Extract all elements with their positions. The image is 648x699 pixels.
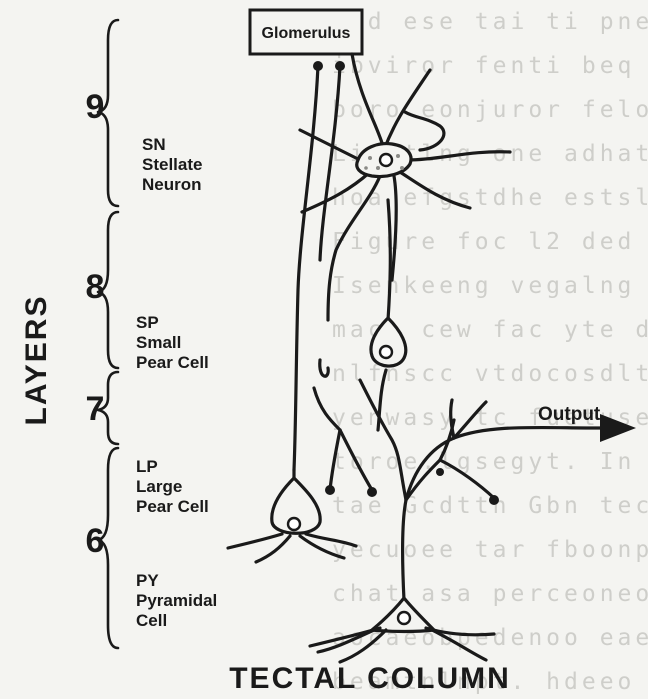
label-pyramidal-cell: PY Pyramidal Cell — [136, 571, 217, 630]
label-stellate-neuron: SN Stellate Neuron — [142, 135, 202, 194]
large-pear-cell — [228, 470, 356, 562]
layer-number-7: 7 — [86, 390, 105, 428]
cell-label-line: PY — [136, 571, 159, 590]
glomerulus-box: Glomerulus — [250, 10, 362, 54]
figure-caption: TECTAL COLUMN — [229, 662, 511, 695]
cell-label-line: SN — [142, 135, 166, 154]
layer-number-6: 6 — [86, 522, 105, 560]
cell-label-line: Pear Cell — [136, 353, 209, 372]
afferent-fibers — [294, 54, 384, 470]
label-small-pear-cell: SP Small Pear Cell — [136, 313, 209, 372]
cell-label-line: SP — [136, 313, 159, 332]
label-large-pear-cell: LP Large Pear Cell — [136, 457, 209, 516]
cell-label-line: Neuron — [142, 175, 202, 194]
output-label: Output — [538, 404, 601, 425]
stellate-neuron — [300, 70, 510, 320]
cell-label-line: LP — [136, 457, 158, 476]
layer-number-9: 9 — [86, 88, 105, 126]
cell-label-line: Stellate — [142, 155, 202, 174]
cell-label-line: Pear Cell — [136, 497, 209, 516]
glomerulus-label: Glomerulus — [262, 25, 351, 42]
cell-label-line: Pyramidal — [136, 591, 217, 610]
layer-number-8: 8 — [86, 268, 105, 306]
cell-label-line: Small — [136, 333, 181, 352]
pyramidal-cell — [310, 400, 636, 662]
cell-label-line: Cell — [136, 611, 167, 630]
layers-axis-title: LAYERS — [20, 295, 53, 426]
cell-label-line: Large — [136, 477, 182, 496]
